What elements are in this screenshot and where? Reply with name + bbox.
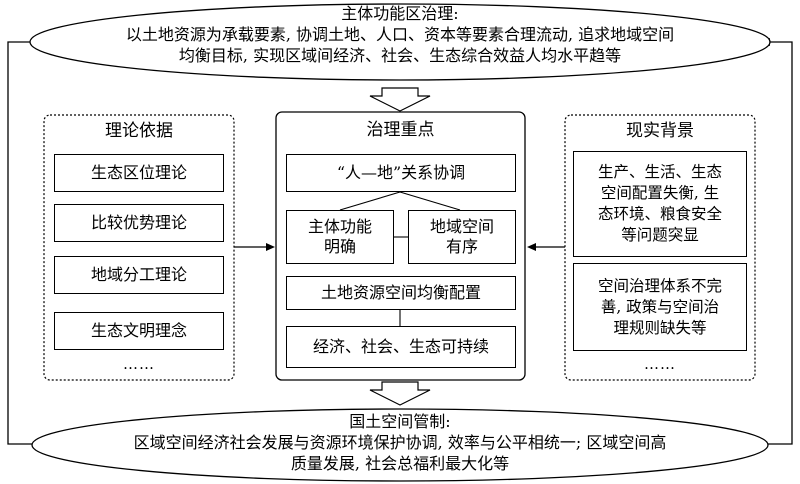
main-function-box: 主体功能 明确: [286, 210, 394, 264]
top-ellipse-shape: [29, 3, 771, 81]
human-land-box: “人—地”关系协调: [286, 154, 516, 192]
imbalance-line: 态环境、粮食安全: [597, 205, 722, 223]
left-panel-title: 理论依据: [105, 121, 173, 141]
imbalance-line: 空间配置失衡, 生: [600, 184, 720, 202]
theory-item: 比较优势理论: [54, 204, 224, 242]
background-box-imbalance: 生产、生活、生态 空间配置失衡, 生 态环境、粮食安全 等问题突显: [573, 151, 747, 257]
left-panel-ellipsis: ……: [123, 355, 155, 373]
top-ellipse-line2: 均衡目标, 实现区域间经济、社会、生态综合效益人均水平趋等: [178, 46, 622, 65]
right-to-center-arrowhead: [527, 243, 536, 251]
right-panel-ellipsis: ……: [644, 355, 676, 373]
left-loop-line: [7, 41, 35, 445]
top-ellipse-title: 主体功能区治理:: [341, 4, 459, 23]
spatial-order-line: 地域空间: [429, 217, 494, 236]
bottom-ellipse-line1: 区域空间经济社会发展与资源环境保护协调, 效率与公平相统一; 区域空间高: [133, 433, 667, 452]
bottom-ellipse-line2: 质量发展, 社会总福利最大化等: [290, 454, 510, 473]
land-balance-box: 土地资源空间均衡配置: [286, 276, 516, 310]
governance-line: 善, 政策与空间治: [600, 297, 720, 316]
connector-top-to-left: [339, 191, 401, 211]
main-function-line: 主体功能: [307, 217, 372, 236]
governance-line: 理规则缺失等: [613, 318, 707, 337]
right-panel-border: [564, 114, 756, 381]
block-arrow-top: [369, 87, 431, 112]
right-panel-title: 现实背景: [626, 121, 694, 141]
right-loop-line: [765, 41, 793, 445]
governance-line: 空间治理体系不完: [597, 276, 722, 295]
theory-item: 地域分工理论: [54, 256, 224, 294]
imbalance-line: 等问题突显: [621, 226, 699, 244]
spatial-order-box: 地域空间 有序: [408, 210, 516, 264]
imbalance-line: 生产、生活、生态: [597, 163, 722, 181]
background-box-governance: 空间治理体系不完 善, 政策与空间治 理规则缺失等: [573, 263, 747, 351]
sustainability-box: 经济、社会、生态可持续: [286, 326, 516, 368]
spatial-order-line: 有序: [445, 237, 478, 256]
main-function-line: 明确: [323, 237, 356, 256]
block-arrow-bottom: [369, 381, 431, 406]
connector-top-to-right: [399, 191, 461, 211]
top-ellipse-line1: 以土地资源为承载要素, 协调土地、人口、资本等要素合理流动, 追求地域空间: [125, 25, 675, 44]
left-to-center-arrowhead: [266, 243, 275, 251]
theory-item: 生态区位理论: [54, 154, 224, 192]
theory-item: 生态文明理念: [54, 312, 224, 350]
bottom-ellipse-shape: [31, 408, 769, 482]
center-panel-title: 治理重点: [366, 120, 435, 140]
bottom-ellipse-title: 国土空间管制:: [349, 412, 451, 431]
